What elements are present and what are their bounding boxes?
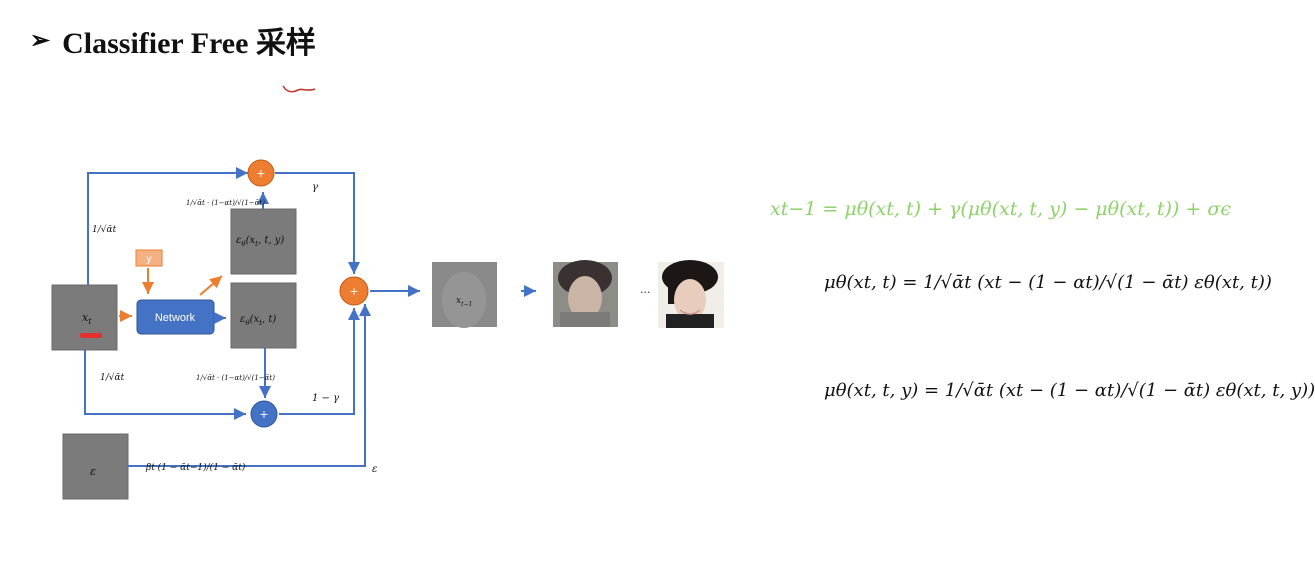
main-plus-sign: +: [349, 285, 358, 298]
epsilon-box-label: ε: [90, 465, 96, 478]
beta-coef-label: βt (1 − ᾱt−1)/(1 − ᾱt): [145, 462, 246, 473]
top-path-arrow: [87, 167, 248, 285]
ellipsis-text: ···: [640, 286, 651, 299]
title-text: Classifier Free 采样: [62, 27, 316, 60]
red-squiggle-annotation: [282, 85, 316, 93]
one-minus-gamma-label: 1 − γ: [312, 393, 339, 404]
equation-main-text: xt−1 = μθ(xt, t) + γ(μθ(xt, t, y) − μθ(x…: [770, 198, 1231, 220]
red-highlight-mark: [80, 333, 102, 338]
epsilon-path-label: ε: [372, 464, 377, 475]
epsilon-path-arrow: [128, 304, 371, 467]
coef-top-label: 1/√ᾱt: [92, 224, 117, 235]
y-condition-box: [135, 249, 163, 267]
bottom-plus-sign: +: [259, 408, 268, 421]
classifier-free-equation: xt−1 = μθ(xt, t) + γ(μθ(xt, t, y) − μθ(x…: [770, 198, 1231, 220]
xt-image-box: [51, 284, 118, 351]
eps-cond-label: εθ(xt, t, y): [236, 235, 284, 248]
top-plus-sign: +: [256, 167, 265, 180]
blurry-face-image: [553, 260, 618, 327]
top-plus-node: [247, 159, 275, 187]
eps-cond-box: [230, 208, 297, 275]
y-label: y: [147, 254, 152, 265]
bottom-plus-node: [250, 400, 278, 428]
xt-label: xt: [82, 311, 92, 326]
network-to-epscond-arrow: [199, 275, 223, 296]
clear-face-image: [658, 260, 724, 328]
mu-cond-text: μθ(xt, t, y) = 1/√ᾱt (xt − (1 − αt)/√(1 …: [824, 380, 1315, 401]
main-plus-node: [339, 276, 369, 306]
mu-cond-equation: μθ(xt, t, y) = 1/√ᾱt (xt − (1 − αt)/√(1 …: [824, 380, 1315, 401]
sampling-diagram: xt ε εθ(xt, t, y) εθ(xt, t) y Network + …: [51, 159, 724, 500]
mu-uncond-equation: μθ(xt, t) = 1/√ᾱt (xt − (1 − αt)/√(1 − ᾱ…: [824, 272, 1272, 293]
coef-bottom-label: 1/√ᾱt: [100, 372, 125, 383]
coef-small-top-label: 1/√ᾱt · (1−αt)/√(1−ᾱt): [186, 199, 265, 207]
gamma-label: γ: [312, 182, 318, 193]
one-minus-gamma-path-arrow: [279, 308, 360, 415]
xtm1-faint-face: [442, 272, 486, 328]
slide-title: ➢ Classifier Free 采样: [30, 18, 316, 62]
gamma-path-arrow: [275, 172, 360, 274]
arrow-bullet-icon: ➢: [30, 27, 51, 54]
network-label: Network: [155, 312, 196, 324]
coef-small-bottom-label: 1/√ᾱt · (1−αt)/√(1−ᾱt): [196, 374, 275, 382]
mu-uncond-text: μθ(xt, t) = 1/√ᾱt (xt − (1 − αt)/√(1 − ᾱ…: [824, 272, 1272, 293]
eps-uncond-box: [230, 282, 297, 349]
epsilon-noise-box: [62, 433, 129, 500]
bottom-path-arrow: [84, 350, 246, 420]
xtm1-label: xt−1: [456, 296, 472, 308]
eps-uncond-label: εθ(xt, t): [240, 314, 276, 327]
